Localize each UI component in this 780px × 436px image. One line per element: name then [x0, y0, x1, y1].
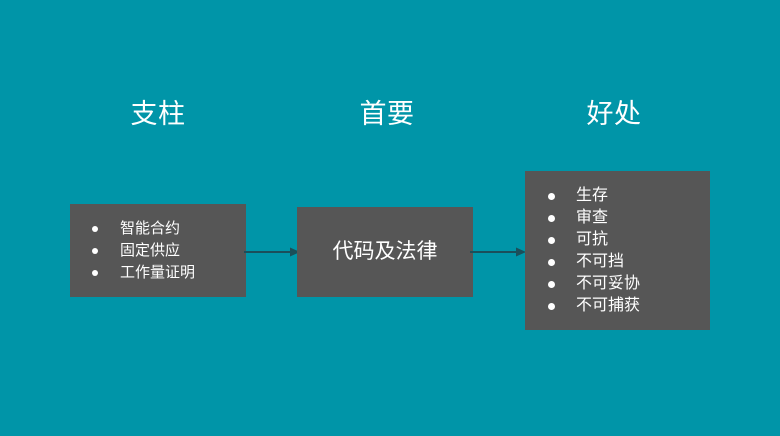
pillars-list: 智能合约 固定供应 工作量证明 [70, 218, 246, 284]
bullet-dot-icon [548, 302, 555, 310]
list-item: 可抗 [525, 229, 710, 251]
list-item-label: 不可挡 [576, 252, 625, 270]
list-item-label: 不可捕获 [576, 296, 641, 314]
list-item-label: 生存 [576, 186, 609, 204]
bullet-dot-icon [92, 269, 98, 276]
list-item-label: 固定供应 [120, 241, 181, 259]
list-item: 不可妥协 [525, 273, 710, 295]
primary-box[interactable]: 代码及法律 [297, 207, 473, 297]
bullet-dot-icon [548, 214, 555, 222]
list-item-label: 不可妥协 [576, 274, 641, 292]
bullet-dot-icon [548, 236, 555, 244]
list-item-label: 可抗 [576, 230, 609, 248]
benefits-list: 生存 审查 可抗 不可挡 不可妥协 不可捕获 [525, 185, 710, 317]
list-item-label: 智能合约 [120, 219, 181, 237]
primary-box-title: 代码及法律 [332, 240, 438, 263]
pillars-box[interactable]: 智能合约 固定供应 工作量证明 [70, 204, 246, 297]
arrow-primary-to-benefits [470, 246, 526, 258]
list-item: 智能合约 [70, 218, 246, 240]
list-item-label: 工作量证明 [120, 263, 196, 281]
list-item: 固定供应 [70, 240, 246, 262]
heading-primary: 首要 [359, 99, 415, 129]
heading-benefit: 好处 [586, 99, 642, 129]
arrow-pillars-to-primary [244, 246, 300, 258]
bullet-dot-icon [548, 280, 555, 288]
heading-pillar: 支柱 [130, 99, 186, 129]
list-item: 工作量证明 [70, 262, 246, 284]
list-item: 审查 [525, 207, 710, 229]
list-item-label: 审查 [576, 208, 609, 226]
list-item: 不可捕获 [525, 295, 710, 317]
list-item: 不可挡 [525, 251, 710, 273]
bullet-dot-icon [92, 225, 98, 232]
bullet-dot-icon [92, 247, 98, 254]
list-item: 生存 [525, 185, 710, 207]
benefits-box[interactable]: 生存 审查 可抗 不可挡 不可妥协 不可捕获 [525, 171, 710, 330]
bullet-dot-icon [548, 192, 555, 200]
bullet-dot-icon [548, 258, 555, 266]
